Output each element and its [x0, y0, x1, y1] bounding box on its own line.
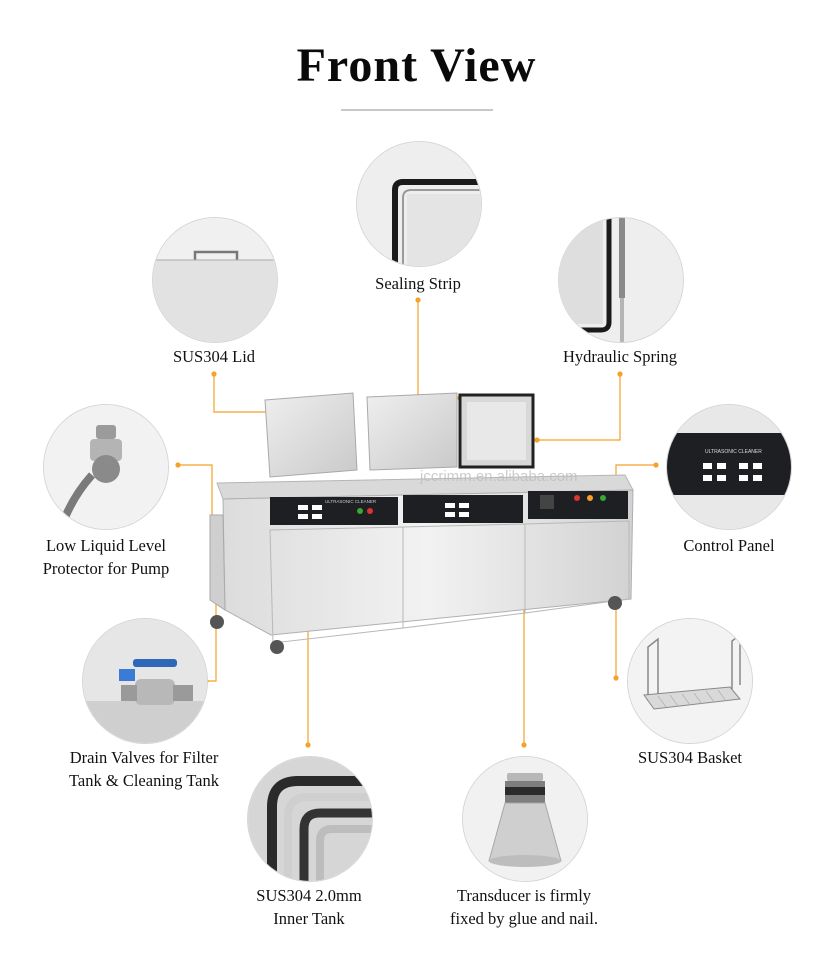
ultrasonic-cleaner-machine: ULTRASONIC CLEANER jccrimm.en.alibaba.co…: [209, 392, 634, 654]
label-basket: SUS304 Basket: [637, 748, 743, 767]
lid-middle: [366, 392, 458, 471]
transducer-icon: [463, 757, 587, 881]
basket-callout: [627, 618, 753, 744]
low-liquid-callout: [43, 404, 169, 530]
leader-lid: [213, 374, 287, 413]
control-strip-2: [403, 495, 523, 523]
label-low-liquid-1: Low Liquid Level: [45, 536, 167, 555]
drain-valve-icon: [83, 619, 207, 743]
leader-hydraulic-spring: [537, 374, 621, 441]
label-sealing-strip: Sealing Strip: [375, 274, 461, 293]
label-lid: SUS304 Lid: [172, 347, 256, 366]
label-drain-2: Tank & Cleaning Tank: [69, 771, 219, 790]
label-drain-1: Drain Valves for Filter: [69, 748, 219, 767]
transducer-callout: [462, 756, 588, 882]
label-low-liquid-2: Protector for Pump: [42, 559, 170, 578]
control-strip-1: [270, 497, 398, 525]
label-tank-1: SUS304 2.0mm: [256, 886, 362, 905]
hydraulic-spring-icon: [559, 218, 683, 342]
lid-callout: [152, 217, 278, 343]
hydraulic-spring-callout: [558, 217, 684, 343]
label-hydraulic-spring: Hydraulic Spring: [562, 347, 678, 366]
label-transducer-1: Transducer is firmly: [456, 886, 592, 905]
leader-low-liquid: [178, 464, 213, 536]
label-tank-2: Inner Tank: [273, 909, 345, 928]
inner-tank-callout: [247, 756, 373, 882]
sealing-strip-icon: [357, 142, 481, 266]
basket-icon: [628, 619, 752, 743]
drain-valve-callout: [82, 618, 208, 744]
control-panel-icon: ULTRASONIC CLEANER: [667, 405, 791, 529]
svg-text:ULTRASONIC CLEANER: ULTRASONIC CLEANER: [705, 449, 762, 455]
leader-sealing-strip: [417, 300, 460, 399]
label-control-panel: Control Panel: [683, 536, 775, 555]
watermark: jccrimm.en.alibaba.com: [419, 468, 578, 485]
sealing-strip-callout: [356, 141, 482, 267]
lid-left: [264, 392, 358, 478]
lid-icon: [153, 218, 277, 342]
title-divider: [341, 109, 493, 111]
control-panel-callout: ULTRASONIC CLEANER: [666, 404, 792, 530]
panel-text: ULTRASONIC CLEANER: [325, 499, 377, 504]
liquid-level-sensor-icon: [44, 405, 168, 529]
page-title: Front View: [296, 39, 537, 92]
inner-tank-icon: [248, 757, 372, 881]
label-transducer-2: fixed by glue and nail.: [449, 909, 598, 928]
